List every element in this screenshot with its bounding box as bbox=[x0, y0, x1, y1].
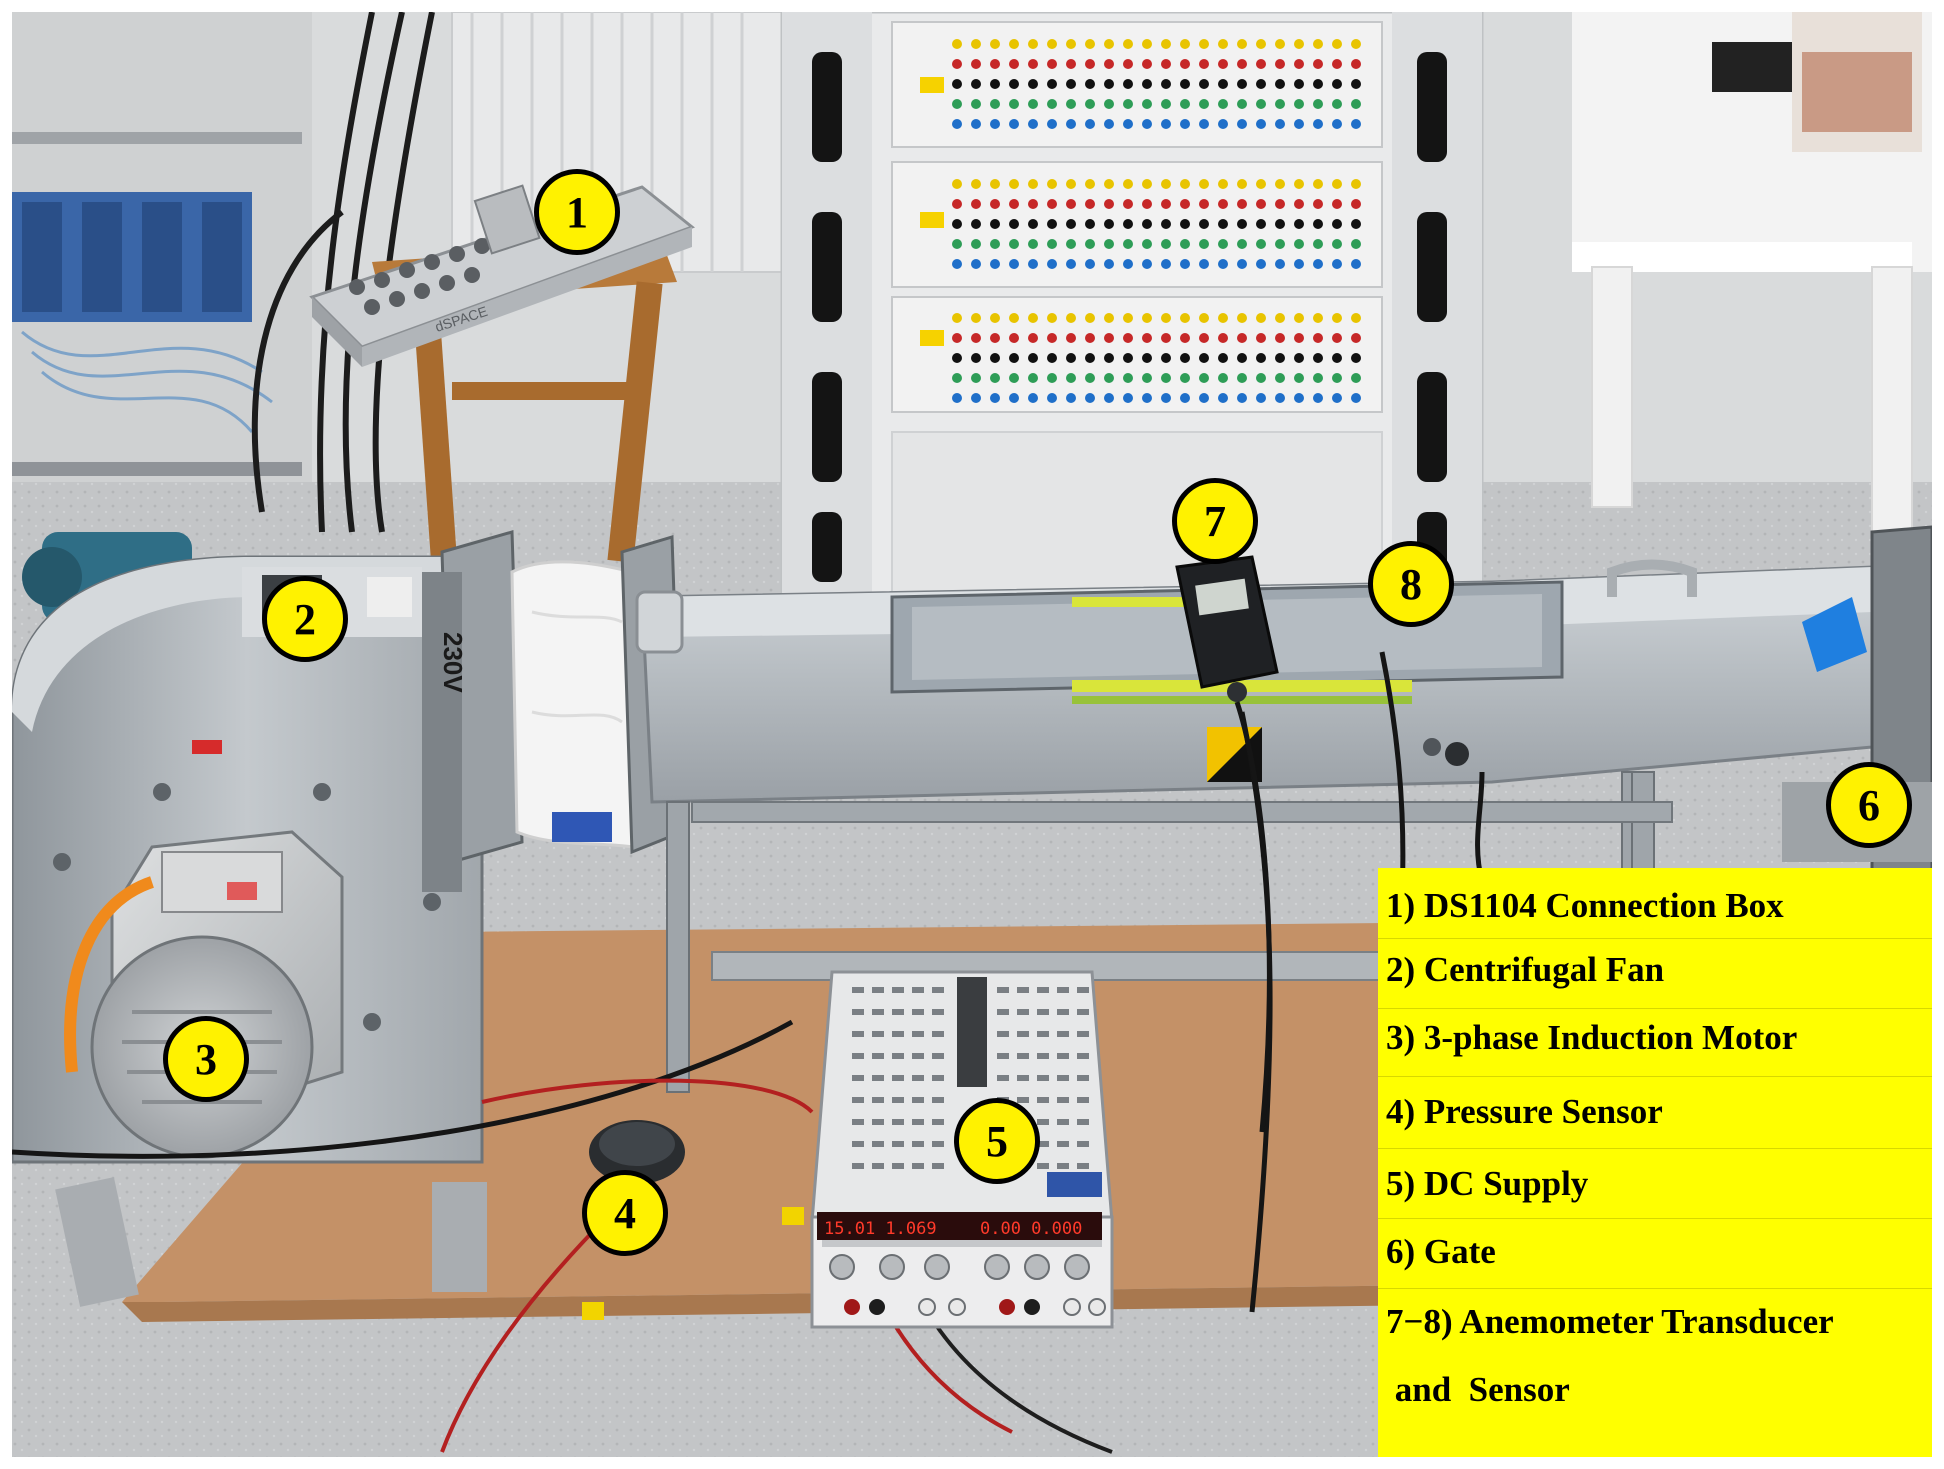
callout-7: 7 bbox=[1172, 478, 1258, 564]
fan-voltage-sticker: 230V bbox=[438, 632, 468, 693]
psu-right-display: 0.00 0.000 bbox=[980, 1219, 1082, 1239]
legend-item-2: 2) Centrifugal Fan bbox=[1386, 950, 1665, 989]
legend-item-6: 6) Gate bbox=[1386, 1232, 1496, 1271]
legend-item-5: 5) DC Supply bbox=[1386, 1164, 1589, 1203]
legend-item-7-cont: and Sensor bbox=[1386, 1370, 1570, 1409]
legend-item-7: 7−8) Anemometer Transducer bbox=[1386, 1302, 1834, 1341]
lab-photo: 15.01 1.069 0.00 0.000 230V dSPACE bbox=[12, 12, 1932, 1457]
callout-4: 4 bbox=[582, 1170, 668, 1256]
legend-item-1: 1) DS1104 Connection Box bbox=[1386, 886, 1784, 925]
test-rig-illustration: 15.01 1.069 0.00 0.000 230V dSPACE bbox=[12, 12, 1932, 1457]
callout-1: 1 bbox=[534, 169, 620, 255]
callout-2: 2 bbox=[262, 576, 348, 662]
psu-left-display: 15.01 1.069 bbox=[824, 1219, 937, 1239]
callout-3: 3 bbox=[163, 1016, 249, 1102]
legend-item-4: 4) Pressure Sensor bbox=[1386, 1092, 1663, 1131]
legend-item-3: 3) 3-phase Induction Motor bbox=[1386, 1018, 1798, 1057]
callout-8: 8 bbox=[1368, 541, 1454, 627]
callout-6: 6 bbox=[1826, 762, 1912, 848]
callout-5: 5 bbox=[954, 1098, 1040, 1184]
legend-panel: 1) DS1104 Connection Box 2) Centrifugal … bbox=[1378, 868, 1932, 1457]
